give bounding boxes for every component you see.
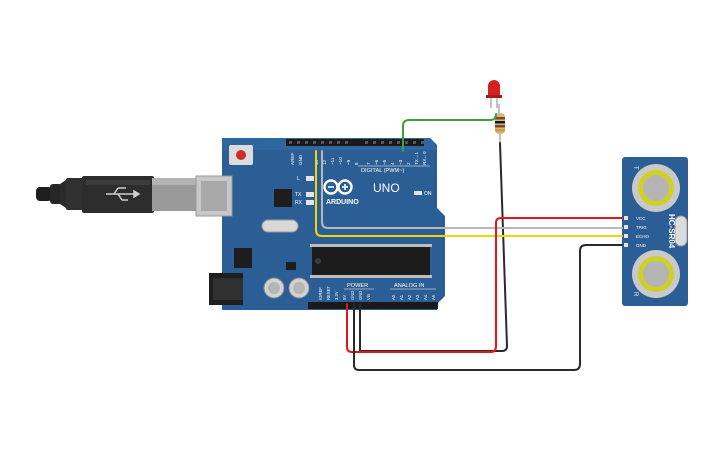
led-rx — [306, 200, 314, 205]
pin-label: A4 — [423, 294, 428, 300]
pin-label: 3.3V — [334, 291, 339, 300]
sensor-pin-label: ECHO — [636, 234, 650, 239]
arduino-uno-board[interactable]: AREF GND 13 12 ~11 ~10 ~9 8 7 ~6 ~5 4 ~3… — [195, 138, 445, 310]
pin-label: 12 — [322, 159, 327, 165]
usb-chip — [274, 189, 292, 207]
sensor-pin-label: VCC — [636, 216, 646, 221]
sensor-pin-label: GND — [636, 243, 647, 248]
pin-label: AREF — [290, 153, 295, 165]
pin-label: 4 — [390, 162, 395, 165]
pin-label: A3 — [415, 294, 420, 300]
wire-gray-trig[interactable] — [321, 150, 623, 229]
on-label: ON — [424, 191, 432, 197]
pin-label: RESET — [326, 286, 331, 300]
pin-label: 7 — [366, 162, 371, 165]
ultrasonic-sensor[interactable]: HC-SR04 T R VCC TRIG ECHO GND — [622, 157, 688, 306]
led-label: TX — [295, 192, 302, 198]
pin-label: ~11 — [330, 157, 335, 165]
power-analog-header — [308, 302, 438, 309]
digital-label: DIGITAL (PWM~) — [361, 168, 404, 174]
power-led — [414, 191, 422, 195]
sensor-pin-label: TRIG — [636, 225, 647, 230]
led-tx — [306, 192, 314, 197]
pin-label: 5V — [342, 295, 347, 300]
resistor[interactable] — [495, 104, 505, 143]
usb-cable — [36, 176, 198, 213]
pin-label: ~6 — [374, 159, 379, 165]
analog-label: ANALOG IN — [394, 283, 424, 289]
pin-label: ~10 — [338, 157, 343, 165]
usb-symbol-icon — [106, 187, 141, 201]
pin-label: ~3 — [398, 159, 403, 165]
red-led[interactable] — [486, 80, 502, 108]
pin-label: TX→1 — [414, 152, 419, 165]
led-l — [306, 176, 314, 181]
model-label: UNO — [373, 181, 400, 195]
pin-label: 2 — [406, 162, 411, 165]
brand-label: ARDUINO — [326, 199, 359, 206]
sensor-model-label: HC-SR04 — [667, 214, 676, 249]
wire-black-led-gnd[interactable] — [359, 142, 508, 352]
pin-label: Vin — [366, 293, 371, 300]
pin-label: A0 — [391, 294, 396, 300]
digital-header — [286, 139, 424, 146]
led-label: L — [297, 176, 300, 182]
pin-label: A1 — [399, 294, 404, 300]
sensor-mark: T — [632, 166, 638, 170]
capacitor — [263, 277, 310, 299]
wire-green-led[interactable] — [402, 113, 497, 152]
wire-black-sensor-gnd[interactable] — [353, 244, 623, 371]
led-label: RX — [295, 200, 303, 206]
pin-label: ~9 — [346, 159, 351, 165]
power-label: POWER — [347, 283, 368, 289]
arduino-logo — [323, 179, 353, 195]
sensor-mark: R — [632, 292, 638, 297]
pin-label: 8 — [354, 162, 359, 165]
wire-yellow-echo[interactable] — [315, 150, 623, 237]
pin-label: ~5 — [382, 159, 387, 165]
pin-label: GND — [350, 291, 355, 300]
pin-label: IOREF — [318, 287, 323, 300]
pin-label: A2 — [407, 294, 412, 300]
pin-label: GND — [298, 154, 303, 165]
regulator-chip — [234, 248, 252, 268]
crystal-oscillator — [261, 219, 299, 233]
wire-red-vcc[interactable] — [346, 217, 623, 353]
pin-label: GND — [358, 291, 363, 300]
atmega-chip — [312, 246, 430, 276]
pin-label: RX←0 — [422, 151, 427, 165]
pin-label: A5 — [431, 294, 436, 300]
